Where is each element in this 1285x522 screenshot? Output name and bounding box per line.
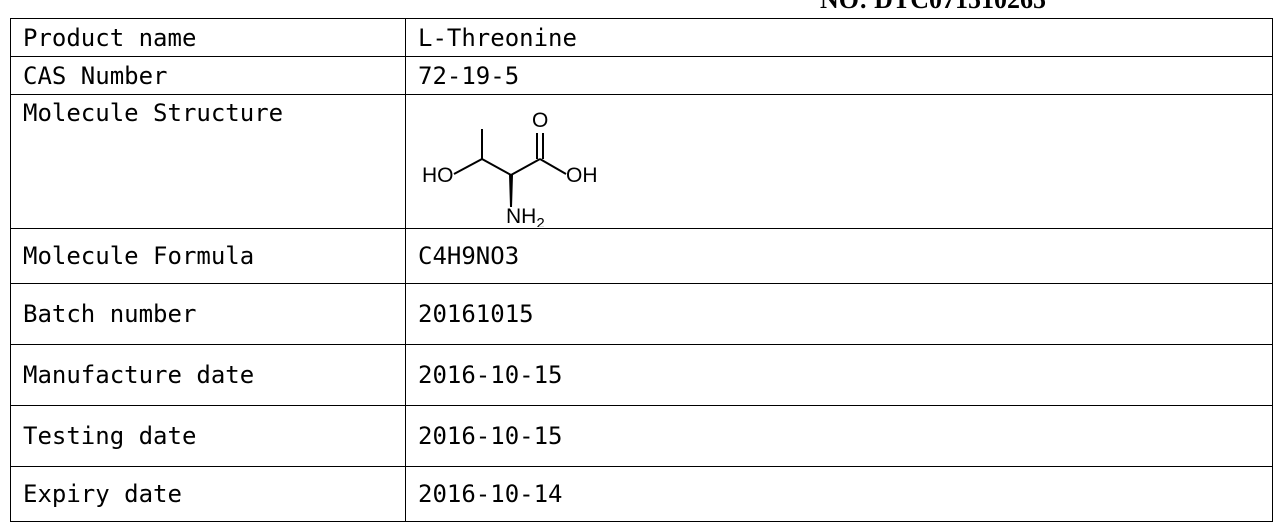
table-row: Batch number 20161015	[10, 283, 1273, 345]
expiry-date-value: 2016-10-14	[405, 466, 1273, 522]
product-name-label: Product name	[10, 18, 406, 57]
manufacture-date-value: 2016-10-15	[405, 344, 1273, 406]
table-row: Molecule Structure HO	[10, 94, 1273, 229]
hydroxyl-right-label: OH	[566, 164, 598, 187]
table-row: Product name L-Threonine	[10, 18, 1273, 57]
threonine-structure-diagram: HO O	[422, 109, 598, 227]
molecule-formula-label: Molecule Formula	[10, 228, 406, 284]
table-row: Expiry date 2016-10-14	[10, 466, 1273, 522]
carbonyl-oxygen-label: O	[532, 109, 548, 132]
amine-label: NH2	[506, 205, 545, 227]
batch-number-label: Batch number	[10, 283, 406, 345]
hydroxyl-left-label: HO	[422, 164, 454, 187]
molecule-formula-value: C4H9NO3	[405, 228, 1273, 284]
cas-number-label: CAS Number	[10, 56, 406, 95]
testing-date-label: Testing date	[10, 405, 406, 467]
product-spec-table: Product name L-Threonine CAS Number 72-1…	[10, 18, 1273, 522]
molecule-structure-cell: HO O	[405, 94, 1273, 229]
certificate-number: NO: DTC071510265	[820, 0, 1046, 15]
molecule-structure-label: Molecule Structure	[10, 94, 406, 229]
manufacture-date-label: Manufacture date	[10, 344, 406, 406]
product-name-value: L-Threonine	[405, 18, 1273, 57]
expiry-date-label: Expiry date	[10, 466, 406, 522]
table-row: Testing date 2016-10-15	[10, 405, 1273, 467]
cas-number-value: 72-19-5	[405, 56, 1273, 95]
table-row: CAS Number 72-19-5	[10, 56, 1273, 95]
testing-date-value: 2016-10-15	[405, 405, 1273, 467]
table-row: Manufacture date 2016-10-15	[10, 344, 1273, 406]
table-row: Molecule Formula C4H9NO3	[10, 228, 1273, 284]
batch-number-value: 20161015	[405, 283, 1273, 345]
